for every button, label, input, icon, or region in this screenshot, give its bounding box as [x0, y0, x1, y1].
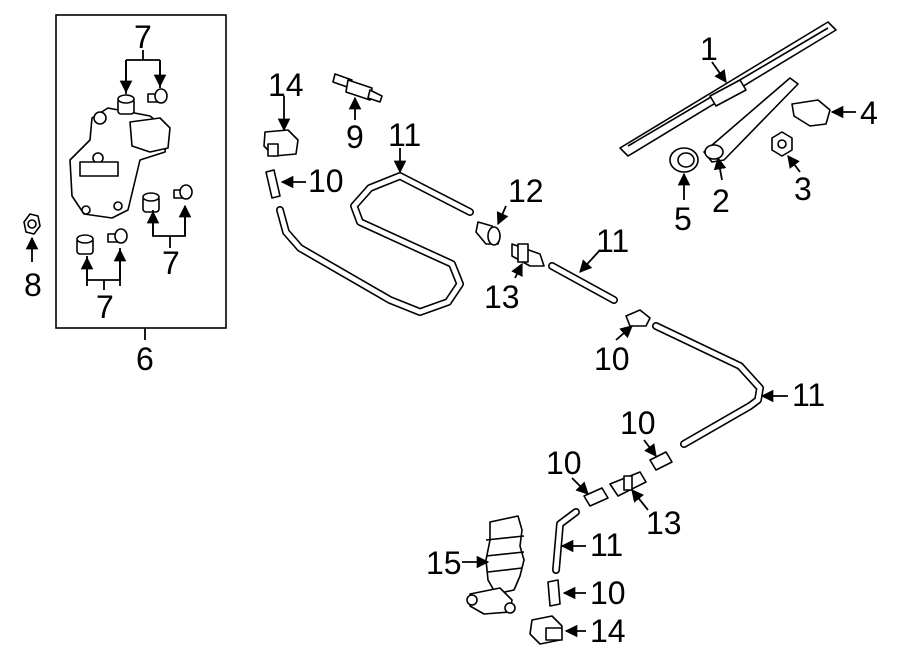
cover-cap-4 [791, 99, 831, 127]
bolt-top [147, 88, 168, 104]
tube-11-vertical [552, 508, 580, 574]
leader-3 [787, 154, 801, 173]
callout-7-right: 7 [162, 245, 180, 281]
washer-jet-9 [332, 73, 383, 103]
bolt-right [173, 184, 193, 200]
connector-14-bottom [529, 615, 563, 645]
hose-10-top [265, 169, 281, 199]
check-valve-12 [475, 221, 501, 246]
leader-1 [711, 61, 727, 84]
connector-13-bottom [609, 471, 647, 497]
bolt-bottom [107, 228, 128, 244]
callout-11-short: 11 [596, 223, 629, 259]
leader-13-top [511, 262, 523, 279]
motor-assembly-box [55, 14, 227, 329]
tube-11-left [276, 172, 474, 316]
callout-10-bottom: 10 [590, 575, 626, 611]
tube-11-short [548, 262, 618, 304]
connector-13-top [511, 243, 545, 267]
leader-10-pump [571, 477, 589, 495]
callout-2: 2 [712, 183, 730, 219]
leader-12 [496, 205, 509, 226]
grommet-right [142, 192, 160, 213]
leader-10-lower [643, 439, 657, 458]
callout-10-pump: 10 [546, 445, 582, 481]
callout-9: 9 [346, 119, 364, 155]
callout-12: 12 [508, 173, 544, 209]
callout-8: 8 [24, 267, 42, 303]
grommet-bottom [76, 234, 94, 255]
washer-pump-15 [466, 515, 525, 615]
callout-3: 3 [794, 171, 812, 207]
leader-13-bottom [631, 489, 649, 511]
hose-10-mid [625, 309, 651, 327]
hose-10-lower [649, 451, 673, 471]
connector-14-top [263, 129, 299, 157]
callout-6: 6 [136, 341, 154, 377]
callout-15: 15 [426, 545, 462, 581]
callout-11-long: 11 [792, 377, 825, 413]
callout-14-top: 14 [268, 67, 304, 103]
callout-10-mid: 10 [594, 341, 630, 377]
hose-10-pump [583, 487, 609, 507]
nut-8 [23, 213, 41, 235]
grommet-5 [669, 147, 699, 173]
wiper-arm-2 [703, 77, 799, 163]
callout-1: 1 [700, 31, 718, 67]
callout-11-left: 11 [388, 117, 421, 153]
callout-13-top: 13 [484, 279, 520, 315]
leader-2 [713, 156, 727, 181]
wiper-motor [69, 107, 171, 219]
leader-11-short [579, 249, 601, 273]
callout-14-bottom: 14 [590, 613, 626, 649]
nut-3 [771, 131, 793, 157]
grommet-top [117, 94, 135, 115]
callout-10-lower: 10 [620, 405, 656, 441]
callout-11-vertical: 11 [590, 527, 623, 563]
callout-7-bottom: 7 [96, 289, 114, 325]
callout-5: 5 [674, 201, 692, 237]
leader-10-mid [615, 325, 633, 341]
hose-10-bottom [547, 579, 561, 607]
callout-4: 4 [860, 95, 878, 131]
tube-11-long [652, 322, 764, 448]
wiper-blade-1 [619, 21, 837, 157]
callout-10-top: 10 [308, 163, 344, 199]
bracket-7-top [125, 50, 161, 94]
callout-13-bottom: 13 [646, 505, 682, 541]
callout-7-top: 7 [134, 19, 152, 55]
